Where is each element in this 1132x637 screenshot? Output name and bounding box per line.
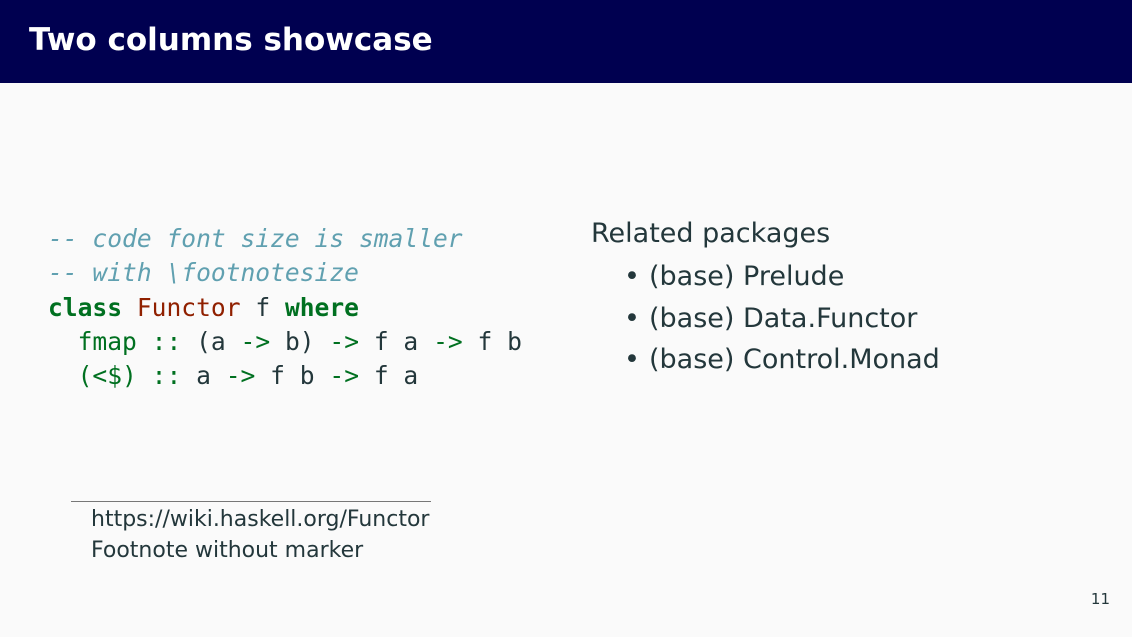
code-token-plain: b) xyxy=(270,326,330,356)
related-heading: Related packages xyxy=(591,218,831,249)
code-token-plain xyxy=(137,327,152,356)
code-token-plain: f a xyxy=(359,326,434,356)
code-token-plain: (a xyxy=(181,326,241,356)
bullet-icon: • xyxy=(624,302,640,334)
package-name: (base) Prelude xyxy=(649,261,845,292)
code-token-op: -> xyxy=(225,361,256,391)
code-token-op: -> xyxy=(329,326,360,356)
code-token-plain: f b xyxy=(462,326,522,356)
code-token-type: Functor xyxy=(136,292,241,322)
code-line: -- code font size is smaller xyxy=(48,222,522,256)
code-line: -- with \footnotesize xyxy=(48,256,522,290)
code-token-comment: -- code font size is smaller xyxy=(48,224,463,253)
list-item: • (base) Data.Functor xyxy=(591,303,940,345)
code-token-plain xyxy=(48,361,78,390)
bullet-icon: • xyxy=(624,344,640,375)
code-token-plain: f b xyxy=(255,361,330,391)
code-token-plain: a xyxy=(181,361,226,391)
code-token-plain: f a xyxy=(359,361,419,391)
package-name: (base) Control.Monad xyxy=(649,344,940,375)
code-token-keyword: class xyxy=(48,292,123,322)
code-token-comment: -- with \footnotesize xyxy=(48,258,359,288)
code-token-func: fmap xyxy=(77,326,137,356)
package-name: (base) Data.Functor xyxy=(649,302,918,334)
footnote-link[interactable]: https://wiki.haskell.org/Functor xyxy=(91,507,430,532)
footnote-rule xyxy=(71,501,431,502)
code-token-op: :: xyxy=(151,361,182,391)
code-token-op: :: xyxy=(151,326,182,356)
code-token-op: -> xyxy=(240,326,271,356)
code-line: (<$) :: a -> f b -> f a xyxy=(48,359,522,393)
code-token-keyword: where xyxy=(284,292,359,322)
code-line: class Functor f where xyxy=(48,291,522,325)
list-item: • (base) Control.Monad xyxy=(591,344,940,386)
code-token-op: -> xyxy=(329,361,360,391)
code-token-plain xyxy=(122,293,137,322)
code-line: fmap :: (a -> b) -> f a -> f b xyxy=(48,325,522,359)
code-token-op: -> xyxy=(433,326,463,356)
slide-title: Two columns showcase xyxy=(29,22,433,58)
page-number: 11 xyxy=(1090,590,1110,608)
frame-title-bar: Two columns showcase xyxy=(0,0,1132,83)
code-token-plain xyxy=(137,361,152,390)
code-token-plain: f xyxy=(240,292,285,322)
list-item: • (base) Prelude xyxy=(591,261,940,303)
related-packages-column: Related packages • (base) Prelude • (base)… xyxy=(591,218,940,386)
footnote-text: Footnote without marker xyxy=(91,538,364,563)
code-token-func: (<$) xyxy=(77,361,137,391)
code-block: -- code font size is smaller -- with \foo… xyxy=(48,222,522,393)
bullet-icon: • xyxy=(624,261,640,292)
code-token-plain xyxy=(48,327,78,356)
package-list: • (base) Prelude • (base) Data.Functor • (b… xyxy=(591,261,940,386)
